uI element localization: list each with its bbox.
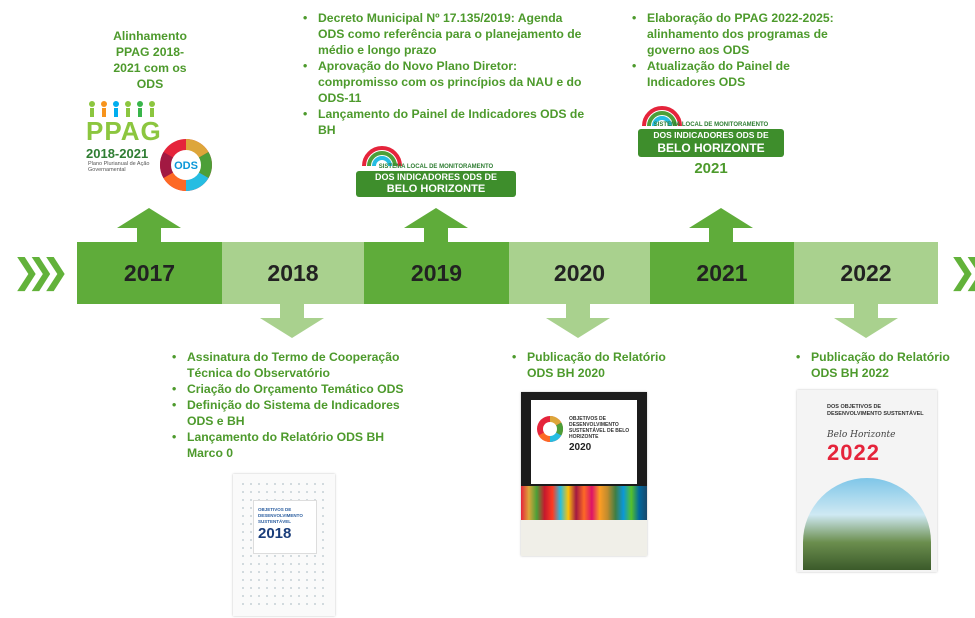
report-cover-2022: DOS OBJETIVOS DE DESENVOLVIMENTO SUSTENT…: [797, 390, 937, 572]
down-arrow-2022: [834, 302, 898, 338]
year-2022: 2022: [794, 242, 938, 304]
up-arrow-2019: [404, 208, 468, 244]
panel-2021-banner: [638, 129, 784, 157]
right-chevrons-icon: ❯❯: [948, 252, 975, 292]
down-arrow-2018: [260, 302, 324, 338]
panel-2019-top: SISTEMA LOCAL DE MONITORAMENTO: [378, 164, 494, 170]
note-2018-item-1: Assinatura do Termo de Cooperação Técnic…: [172, 349, 414, 381]
note-2018-item-2: Criação do Orçamento Temático ODS: [172, 381, 414, 397]
ods-logo-text: ODS: [174, 160, 198, 172]
up-arrow-2021: [689, 208, 753, 244]
cover-2018-year: 2018: [258, 525, 292, 542]
report-cover-2020: OBJETIVOS DE DESENVOLVIMENTO SUSTENTÁVEL…: [521, 392, 647, 556]
note-2022: Publicação do Relatório ODS BH 2022: [793, 349, 963, 381]
note-2018-item-3: Definição do Sistema de Indicadores ODS …: [172, 397, 414, 429]
note-2021-item-1: Elaboração do PPAG 2022-2025: alinhament…: [632, 10, 849, 58]
panel-2021-year: 2021: [694, 160, 728, 177]
cover-2022-city-image: [803, 478, 931, 570]
note-2019-item-2: Aprovação do Novo Plano Diretor: comprom…: [303, 58, 590, 106]
note-2018: Assinatura do Termo de Cooperação Técnic…: [169, 349, 414, 461]
report-cover-2018: OBJETIVOS DE DESENVOLVIMENTO SUSTENTÁVEL…: [233, 474, 335, 616]
year-2017: 2017: [77, 242, 222, 304]
cover-2020-top: [531, 400, 637, 484]
panel-logo-2019: SISTEMA LOCAL DE MONITORAMENTO DOS INDIC…: [352, 140, 520, 198]
ppag-years: 2018-2021: [86, 146, 149, 161]
panel-2019-bottom: BELO HORIZONTE: [386, 183, 486, 195]
cover-2018-title-box: OBJETIVOS DE DESENVOLVIMENTO SUSTENTÁVEL…: [253, 500, 317, 554]
panel-2021-top: SISTEMA LOCAL DE MONITORAMENTO: [653, 122, 769, 128]
cover-2020-footer: [521, 520, 647, 556]
ods-wheel-icon: [537, 415, 564, 443]
note-2020: Publicação do Relatório ODS BH 2020: [509, 349, 679, 381]
cover-2020-year: 2020: [569, 442, 592, 453]
cover-2020-stripes: [521, 486, 647, 520]
panel-2021-bottom: BELO HORIZONTE: [657, 141, 765, 155]
year-2021: 2021: [650, 242, 794, 304]
note-2019-item-3: Lançamento do Painel de Indicadores ODS …: [303, 106, 590, 138]
note-2018-item-4: Lançamento do Relatório ODS BH Marco 0: [172, 429, 414, 461]
panel-2019-banner: [356, 171, 516, 197]
panel-logo-2021: SISTEMA LOCAL DE MONITORAMENTO DOS INDIC…: [636, 100, 786, 180]
ppag-title: PPAG: [86, 116, 162, 146]
note-2019: Decreto Municipal Nº 17.135/2019: Agenda…: [300, 10, 590, 138]
note-2022-item-1: Publicação do Relatório ODS BH 2022: [796, 349, 963, 381]
note-2021: Elaboração do PPAG 2022-2025: alinhament…: [629, 10, 849, 90]
panel-2019-mid: DOS INDICADORES ODS DE: [374, 172, 497, 182]
cover-2022-year: 2022: [827, 440, 880, 465]
note-2019-item-1: Decreto Municipal Nº 17.135/2019: Agenda…: [303, 10, 590, 58]
ppag-subtitle: Plano Plurianual de Ação Governamental: [88, 161, 150, 173]
panel-2021-mid: DOS INDICADORES ODS DE: [653, 130, 769, 140]
ppag-logo: PPAG 2018-2021 Plano Plurianual de Ação …: [84, 100, 162, 178]
year-2020: 2020: [509, 242, 650, 304]
note-2017: Alinhamento PPAG 2018-2021 com os ODS: [113, 29, 187, 91]
rainbow-icon: [642, 106, 682, 126]
down-arrow-2020: [546, 302, 610, 338]
left-chevrons-icon: ❯❯❯: [12, 252, 70, 292]
up-arrow-2017: [117, 208, 181, 244]
cover-2018-label: OBJETIVOS DE DESENVOLVIMENTO SUSTENTÁVEL: [258, 507, 303, 524]
cover-2022-script: Belo Horizonte: [827, 430, 896, 440]
people-icon: [89, 101, 155, 117]
cover-2022-label: DOS OBJETIVOS DE DESENVOLVIMENTO SUSTENT…: [827, 404, 924, 417]
note-2021-item-2: Atualização do Painel de Indicadores ODS: [632, 58, 849, 90]
cover-2020-label: OBJETIVOS DE DESENVOLVIMENTO SUSTENTÁVEL…: [569, 416, 630, 440]
ods-wheel-icon: ODS: [160, 139, 212, 191]
rainbow-icon: [362, 146, 402, 166]
year-2019: 2019: [364, 242, 509, 304]
year-2018: 2018: [222, 242, 364, 304]
note-2020-item-1: Publicação do Relatório ODS BH 2020: [512, 349, 679, 381]
